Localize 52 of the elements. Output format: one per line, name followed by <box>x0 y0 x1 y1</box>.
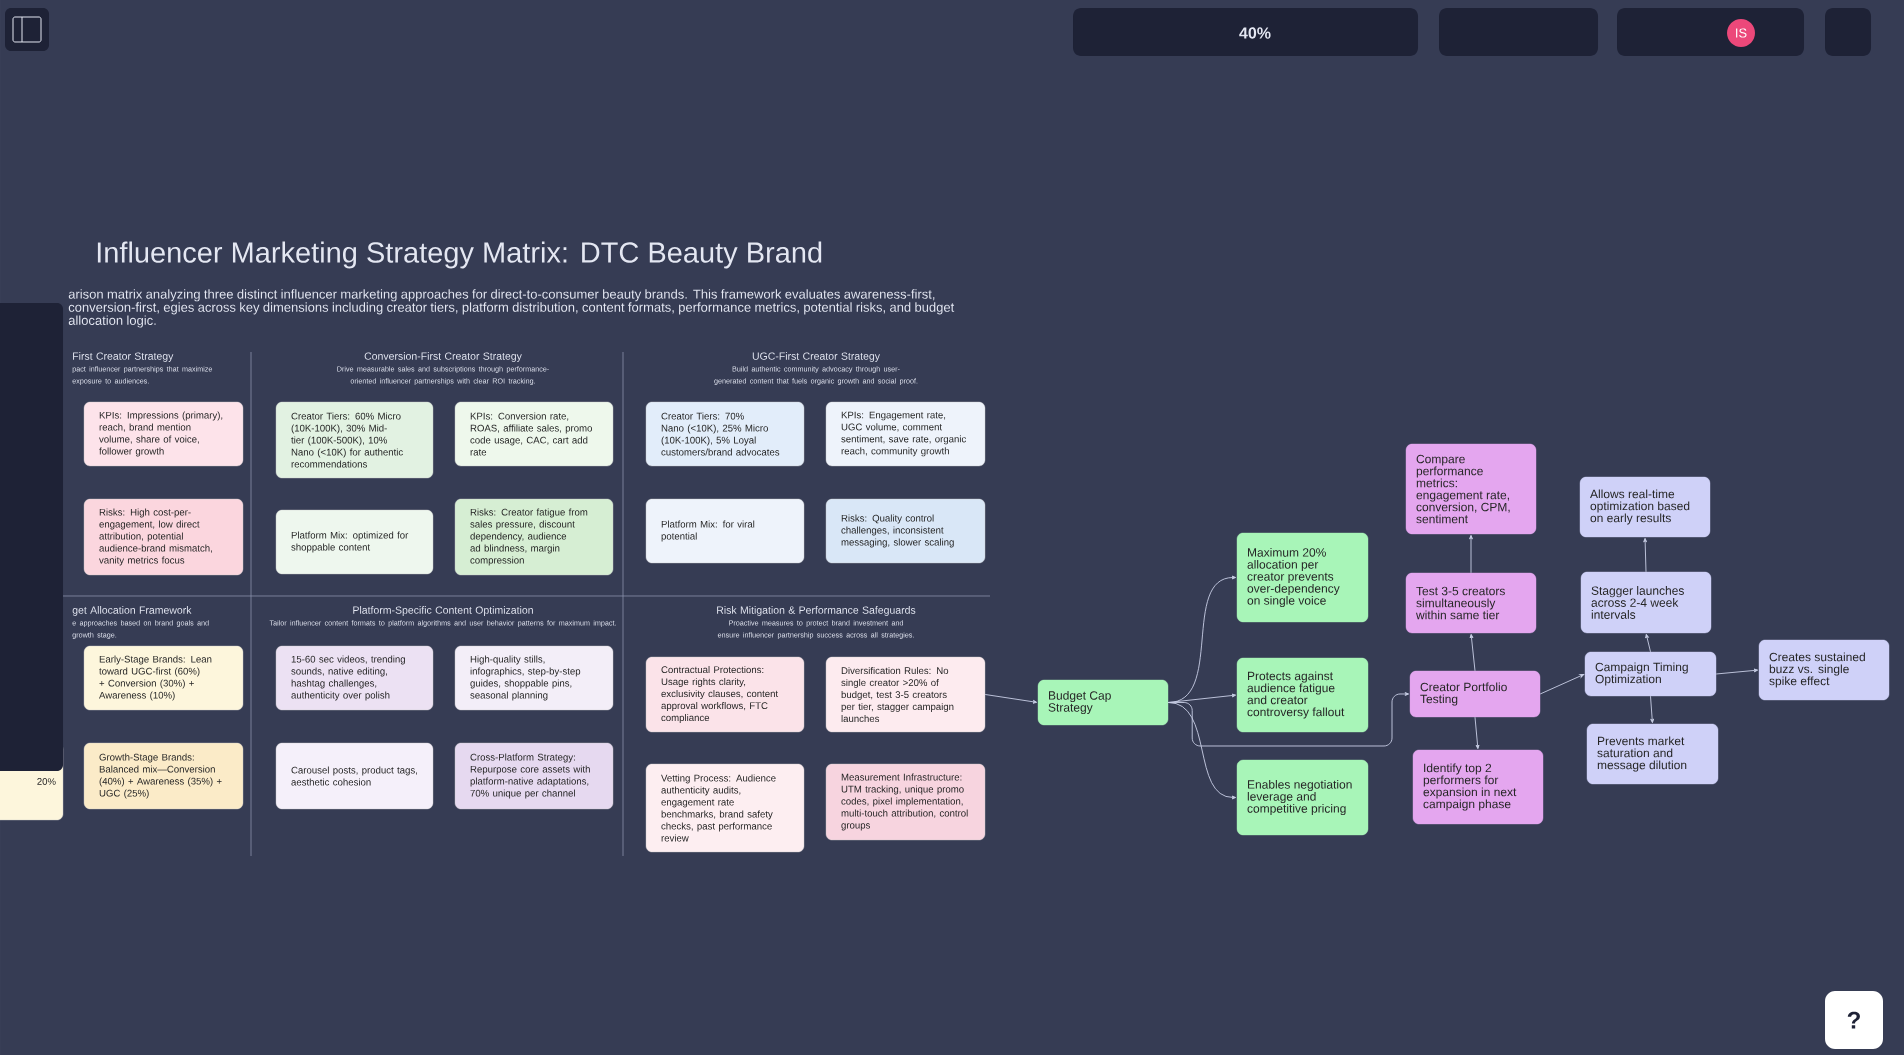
note-card: 15-60 sec videos, trending sounds, native editing, hashtag challenges, authenticity over polish <box>275 645 434 711</box>
note-card: KPIs: Impressions (primary), reach, brand mention volume, share of voice, follower growth <box>83 401 244 467</box>
section-heading: Risk Mitigation & Performance Safeguards <box>717 606 916 616</box>
flow-box: Campaign Timing Optimization <box>1584 651 1717 697</box>
note-card: Growth-Stage Brands: Balanced mix—Conversion (40%) + Awareness (35%) + UGC (25%) <box>83 742 244 810</box>
arrow <box>984 694 1038 704</box>
flow-box: Stagger launches across 2-4 week intervals <box>1580 571 1712 634</box>
arrow <box>1469 633 1476 672</box>
note-card: Risks: High cost-per-engagement, low direct attribution, potential audience-brand mismatch, vanity metrics focus <box>83 498 244 576</box>
arrow <box>1715 668 1759 675</box>
flow-box: Budget Cap Strategy <box>1037 679 1169 726</box>
note-card: Carousel posts, product tags, aesthetic cohesion <box>275 742 434 810</box>
flow-box: Test 3-5 creators simultaneously within same tier <box>1405 572 1537 634</box>
arrow <box>1469 534 1473 574</box>
note-card: Platform Mix: optimized for shoppable content <box>275 509 434 575</box>
flow-box: Maximum 20% allocation per creator prevents over-dependency on single voice <box>1236 532 1369 623</box>
note-card: Early-Stage Brands: Lean toward UGC-first (60%) + Conversion (30%) + Awareness (10%) <box>83 645 244 711</box>
section-heading: Conversion-First Creator Strategy <box>364 352 522 362</box>
note-card: Measurement Infrastructure: UTM tracking, unique promo codes, pixel implementation, multi-touch attribution, control groups <box>825 763 986 841</box>
note-card: Platform Mix: for viral potential <box>645 498 805 564</box>
flow-box: Allows real-time optimization based on early results <box>1579 476 1711 538</box>
help-button: ? <box>1825 991 1883 1049</box>
note-card: Creator Tiers: 70% Nano (<10K), 25% Micro (10K-100K), 5% Loyal customers/brand advocates <box>645 401 805 467</box>
section-heading: Platform-Specific Content Optimization <box>353 606 533 616</box>
section-heading: First Creator Strategy <box>73 352 174 362</box>
note-card: Vetting Process: Audience authenticity audits, engagement rate benchmarks, brand safety checks, past performance review <box>645 763 805 853</box>
note-card: Contractual Protections: Usage rights clarity, exclusivity clauses, content approval workflows, FTC compliance <box>645 656 805 733</box>
arrow <box>1650 695 1655 724</box>
arrow <box>1539 674 1585 695</box>
zoom-level: 40% <box>1239 27 1271 39</box>
note-card: Cross-Platform Strategy: Repurpose core assets with platform-native adaptations, 70% unique per channel <box>454 742 614 810</box>
title: Influencer Marketing Strategy Matrix: DTC Beauty Brand <box>97 241 822 269</box>
note-card: KPIs: Conversion rate, ROAS, affiliate sales, promo code usage, CAC, cart add rate <box>454 401 614 467</box>
flow-box: Creates sustained buzz vs. single spike effect <box>1758 639 1890 701</box>
flow-box: Enables negotiation leverage and competitive pricing <box>1236 759 1369 836</box>
note-card: Creator Tiers: 60% Micro (10K-100K), 30% Mid-tier (100K-500K), 10% Nano (<10K) for authentic recommendations <box>275 401 434 479</box>
flow-box: Identify top 2 performers for expansion in next campaign phase <box>1412 749 1544 825</box>
arrow <box>1645 633 1651 653</box>
arrow <box>1474 716 1480 750</box>
description: arison matrix analyzing three distinct influencer marketing approaches for direct-to-consumer beauty brands. This framework evaluates awareness-first, conversion-first, egies across key dimensions including creator tiers, platform distribution, content formats, performance metrics, potential risks, and budget allocation logic. <box>68 289 955 328</box>
note-card: Risks: Creator fatigue from sales pressure, discount dependency, audience ad blindness, margin compression <box>454 498 614 576</box>
note-card: KPIs: Engagement rate, UGC volume, comment sentiment, save rate, organic reach, community growth <box>825 401 986 467</box>
section-heading: UGC-First Creator Strategy <box>752 352 880 362</box>
flow-box: Prevents market saturation and message dilution <box>1586 723 1719 785</box>
flow-box: Creator Portfolio Testing <box>1409 670 1541 718</box>
note-card: High-quality stills, infographics, step-by-step guides, shoppable pins, seasonal planning <box>454 645 614 711</box>
arrow <box>1643 537 1648 573</box>
section-heading: get Allocation Framework <box>72 606 192 616</box>
note-card: Risks: Quality control challenges, inconsistent messaging, slower scaling <box>825 498 986 564</box>
flow-box: Protects against audience fatigue and creator controversy fallout <box>1236 657 1369 733</box>
note-card: Diversification Rules: No single creator >20% of budget, test 3-5 creators per tier, stagger campaign launches <box>825 656 986 733</box>
flow-box: Compare performance metrics: engagement rate, conversion, CPM, sentiment <box>1405 443 1537 535</box>
